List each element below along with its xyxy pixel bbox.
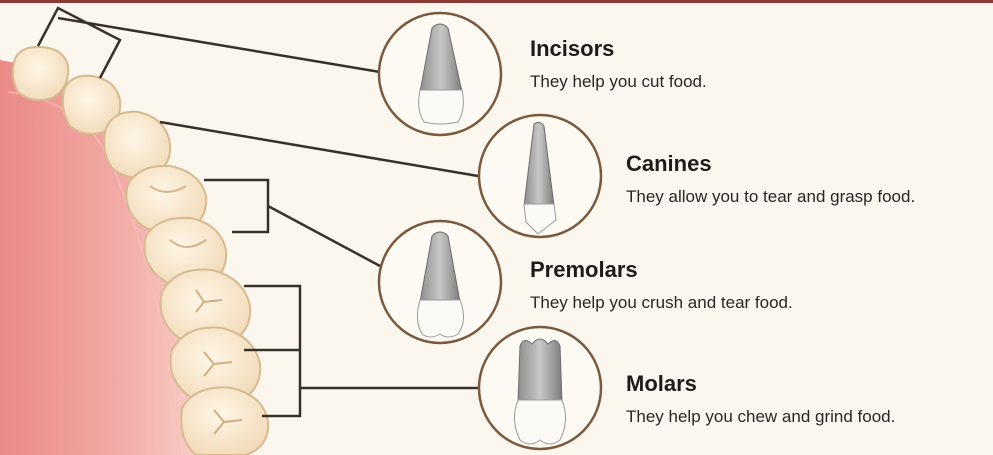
premolar-circle bbox=[379, 221, 501, 343]
incisors-name: Incisors bbox=[530, 36, 707, 62]
molar-tooth-icon bbox=[514, 339, 565, 444]
canines-label: Canines They allow you to tear and grasp… bbox=[626, 151, 915, 208]
incisors-label: Incisors They help you cut food. bbox=[530, 36, 707, 93]
molars-name: Molars bbox=[626, 371, 895, 397]
premolars-connector bbox=[204, 180, 380, 266]
molars-label: Molars They help you chew and grind food… bbox=[626, 371, 895, 428]
molar-circle bbox=[479, 327, 601, 449]
canines-name: Canines bbox=[626, 151, 915, 177]
canine-circle bbox=[479, 115, 601, 237]
incisor-circle bbox=[379, 13, 501, 135]
incisors-description: They help you cut food. bbox=[530, 71, 707, 93]
incisors-connector bbox=[38, 8, 380, 78]
jaw-illustration bbox=[0, 47, 268, 455]
molars-description: They help you chew and grind food. bbox=[626, 406, 895, 428]
premolars-name: Premolars bbox=[530, 257, 793, 283]
premolars-description: They help you crush and tear food. bbox=[530, 292, 793, 314]
premolars-label: Premolars They help you crush and tear f… bbox=[530, 257, 793, 314]
canines-description: They allow you to tear and grasp food. bbox=[626, 186, 915, 208]
